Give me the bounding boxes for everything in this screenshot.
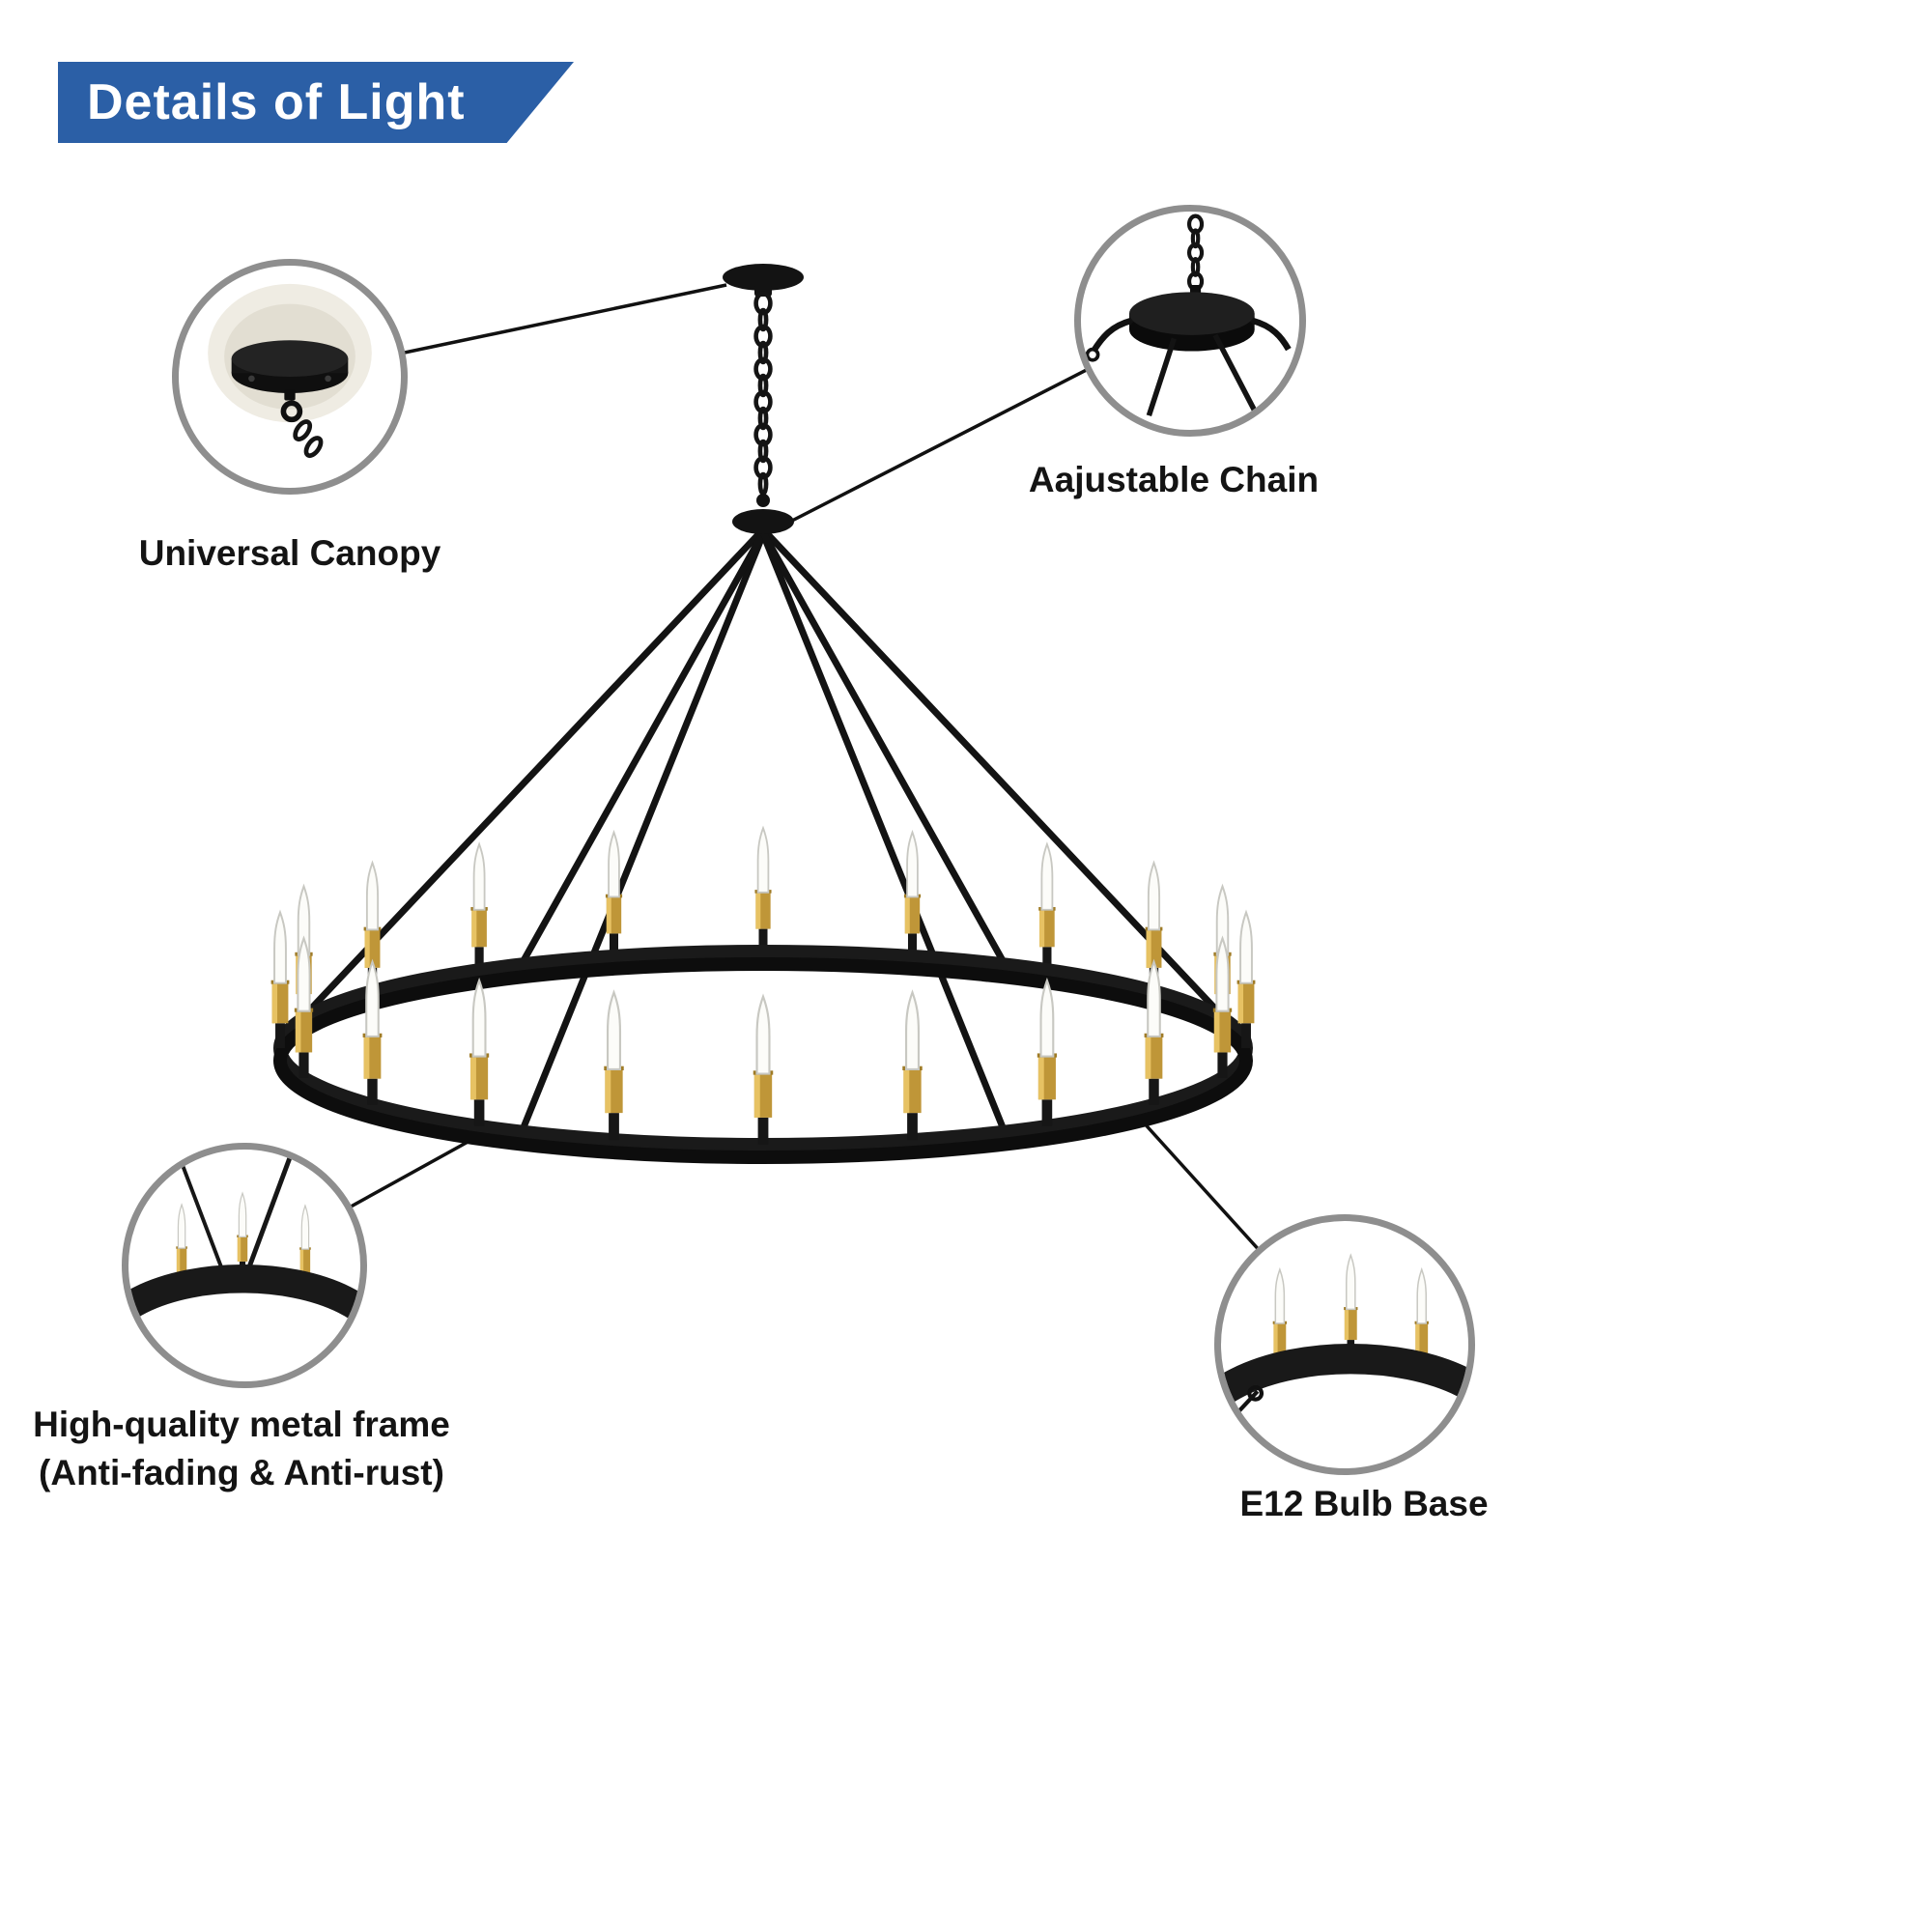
label-adjustable-chain: Aajustable Chain bbox=[1028, 460, 1320, 499]
callout-circle-metal-frame bbox=[122, 1143, 367, 1388]
callout-circle-universal-canopy bbox=[172, 259, 408, 495]
candles-front-row bbox=[270, 909, 1256, 1145]
callout-connector-lines bbox=[243, 283, 1347, 1347]
center-hub bbox=[732, 494, 794, 534]
canopy-detail-illustration bbox=[208, 283, 372, 459]
metal-frame-detail-illustration bbox=[128, 1156, 360, 1381]
hanging-chain bbox=[753, 291, 773, 497]
label-metal-frame-line1: High-quality metal frame bbox=[33, 1405, 450, 1444]
banner: Details of Light bbox=[58, 62, 574, 143]
banner-title: Details of Light bbox=[87, 74, 466, 130]
e12-bulb-detail-illustration bbox=[1221, 1253, 1468, 1468]
callout-circle-adjustable-chain bbox=[1074, 205, 1306, 437]
label-metal-frame-line2: (Anti-fading & Anti-rust) bbox=[39, 1452, 444, 1492]
callout-circle-e12-bulb-base bbox=[1214, 1214, 1475, 1475]
label-universal-canopy: Universal Canopy bbox=[138, 533, 441, 573]
chain-detail-illustration bbox=[1085, 213, 1292, 419]
label-e12-bulb-base: E12 Bulb Base bbox=[1239, 1484, 1489, 1523]
label-metal-frame: High-quality metal frame (Anti-fading & … bbox=[19, 1401, 464, 1497]
support-rods bbox=[278, 526, 1248, 1136]
